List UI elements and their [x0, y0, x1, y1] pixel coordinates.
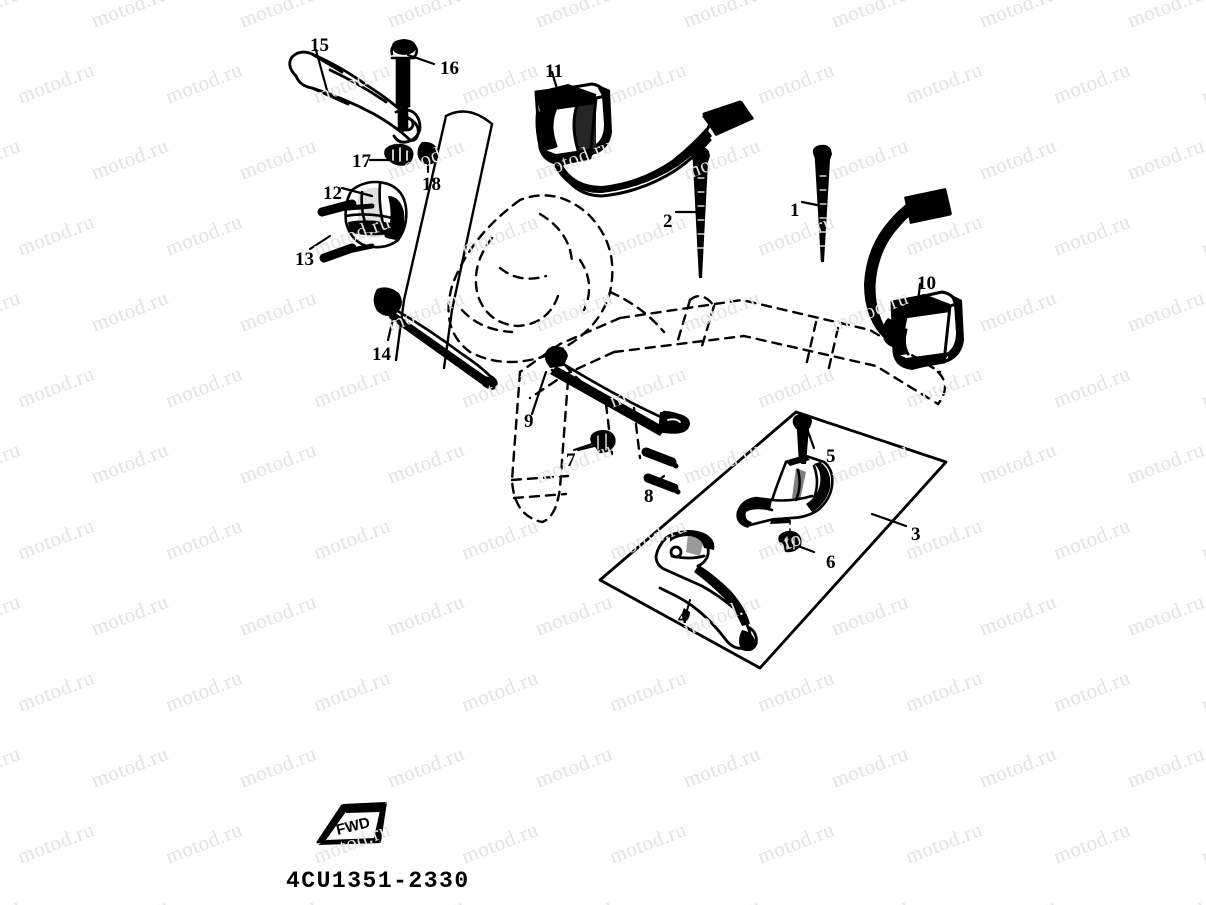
callout-brake-light-switch: 10	[917, 273, 936, 294]
fwd-arrow-fill	[316, 802, 387, 845]
callout-wire-lead: 14	[372, 344, 391, 365]
callout-brake-lever: 4	[678, 607, 688, 628]
part-pivot-bolt-16-fill	[392, 39, 416, 129]
callout-lever-holder-bolt-lower: 13	[295, 249, 314, 270]
nut-17-hilite	[392, 147, 408, 162]
switch-11-shading	[535, 84, 612, 166]
callout-cable-tie-band: 1	[790, 200, 800, 221]
callout-handlebar-switch-left: 11	[545, 61, 563, 82]
holder-12-shading	[348, 187, 405, 240]
callout-clutch-lever: 15	[310, 35, 329, 56]
kit-box-3	[598, 410, 948, 670]
part-clip-18	[417, 141, 439, 165]
leader-lines	[308, 48, 922, 554]
callout-clip: 18	[422, 174, 441, 195]
callout-lever-assembly-kit-box: 3	[911, 524, 921, 545]
lever-4-shading	[670, 530, 756, 652]
bracket-shading	[737, 456, 831, 528]
callout-clutch-cable-holder: 9	[524, 411, 534, 432]
callout-cable-tie-band: 2	[663, 211, 673, 232]
callout-clutch-lever-holder: 12	[323, 183, 342, 204]
part-screws-8	[641, 447, 681, 495]
callout-screw-pair: 8	[644, 486, 654, 507]
callout-grommet: 7	[566, 450, 576, 471]
part-number-label: 4CU1351-2330	[286, 868, 470, 894]
part-holder-bolt-13	[317, 199, 375, 263]
callout-pivot-nut: 17	[352, 151, 371, 172]
callout-pivot-bolt: 16	[440, 58, 459, 79]
callout-lever-holder-bolt: 5	[826, 446, 836, 467]
callout-lever-holder-nut: 6	[826, 552, 836, 573]
